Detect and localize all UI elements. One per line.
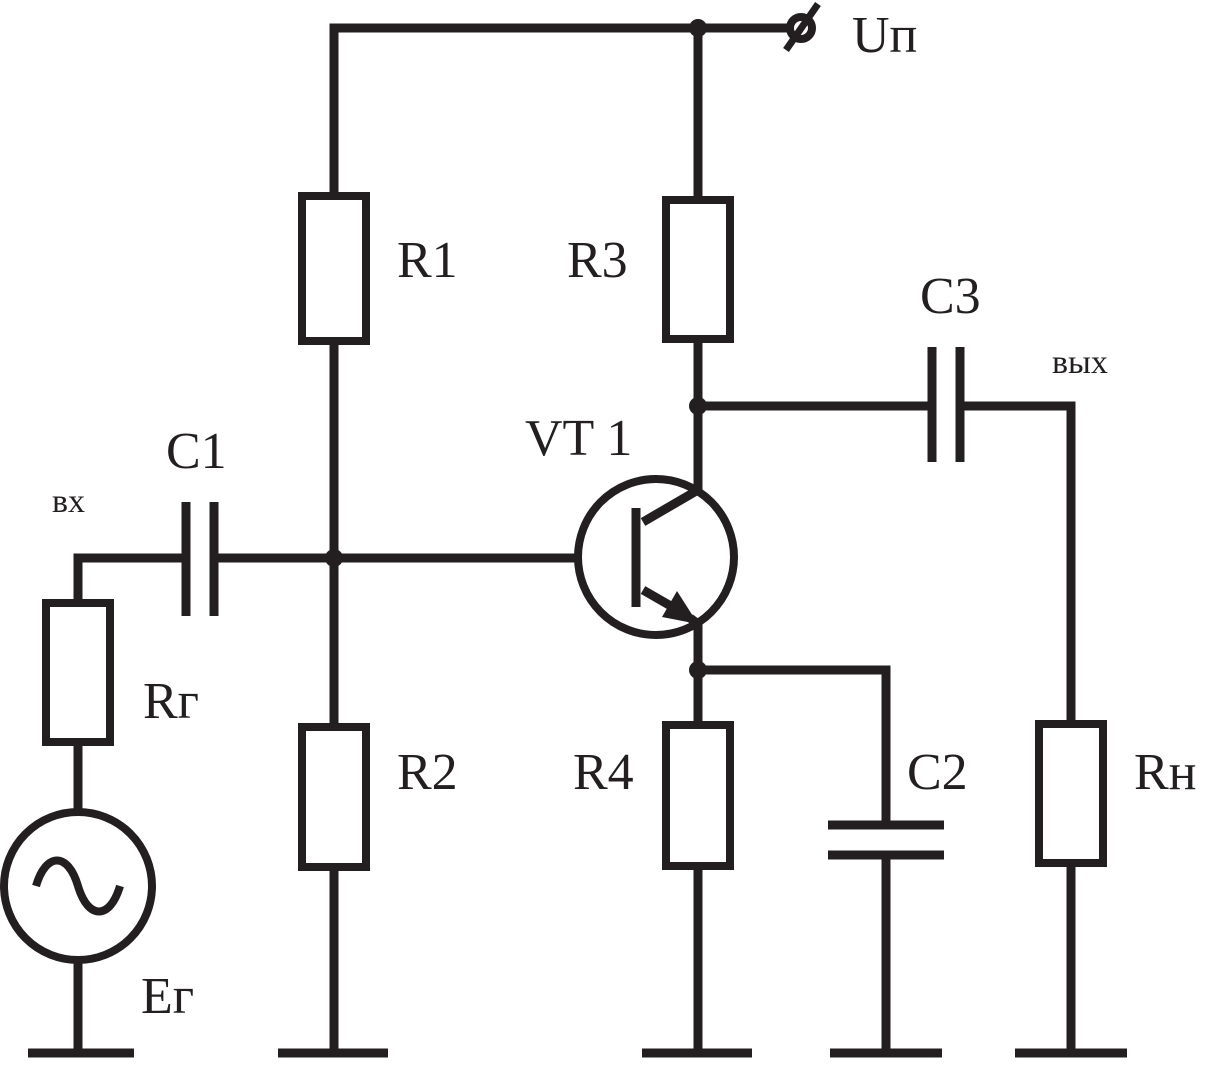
resistor-rn [1035,720,1107,867]
sine-wave-icon [32,856,124,916]
input-wire [73,553,186,603]
input-label: вх [52,483,85,520]
label-r3: R3 [567,232,628,289]
capacitor-c3 [927,347,965,462]
junction-base [325,549,343,567]
label-c1: C1 [166,423,227,480]
transistor-emitter-tail [687,614,701,628]
label-eg: Eг [141,968,194,1025]
voltage-source-eg [0,808,156,964]
label-r4: R4 [573,744,634,801]
resistor-rg [42,599,114,746]
label-c3: C3 [920,268,981,325]
junction-collector [689,397,707,415]
capacitor-c2 [828,820,944,860]
capacitor-c1 [181,502,219,616]
label-c2: C2 [907,744,968,801]
transistor-collector-lead [640,486,701,526]
wires [73,23,1076,1053]
resistor-r3 [662,196,734,343]
resistor-r1 [298,192,370,345]
label-r1: R1 [397,232,458,289]
resistor-r2 [298,723,370,871]
emitter-to-c2-wire [698,665,891,825]
supply-rail-wire [329,23,790,196]
c3-to-rn-wire [960,401,1076,724]
transistor-vt1 [574,475,738,639]
label-vt1: VT 1 [525,410,632,467]
supply-terminal [783,2,821,52]
junction-emitter [689,661,707,679]
supply-label: Uп [852,7,917,64]
label-rn: Rн [1134,744,1197,801]
junction-supply [689,19,707,37]
label-r2: R2 [397,744,458,801]
emitter-arrow-icon [662,591,698,624]
resistor-r4 [662,721,734,870]
output-label: вых [1052,344,1108,381]
label-rg: Rг [143,673,199,730]
